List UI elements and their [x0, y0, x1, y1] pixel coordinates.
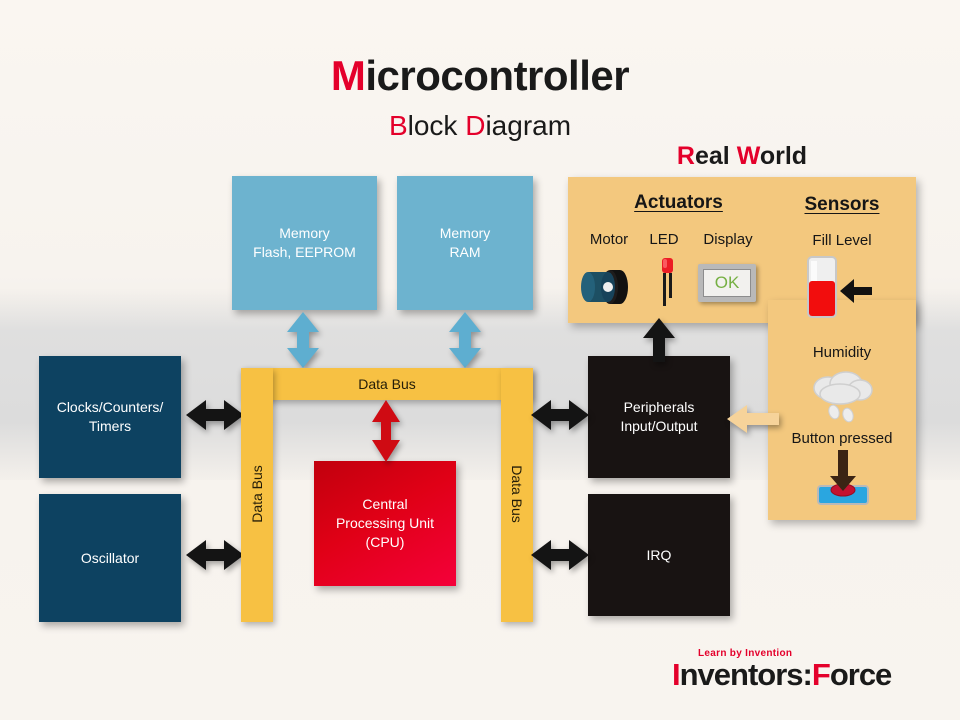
irq-label: IRQ	[646, 546, 672, 563]
memory-flash-line1: Memory	[279, 225, 330, 242]
display-icon: OK	[698, 264, 756, 302]
logo-text-inventors: nventors:	[679, 657, 813, 692]
rw-word-world: orld	[759, 142, 808, 170]
rw-initial-r: R	[676, 142, 695, 170]
real-world-title: Real World	[568, 142, 916, 171]
logo-initial-i: I	[672, 657, 681, 692]
block-clocks-counters-timers: Clocks/Counters/ Timers	[39, 356, 181, 478]
data-bus-left	[241, 368, 273, 622]
arrow-bus-irq	[531, 538, 589, 572]
data-bus-top-label: Data Bus	[358, 376, 416, 392]
block-cpu: Central Processing Unit (CPU)	[314, 461, 456, 586]
button-press-icon	[812, 450, 874, 506]
cpu-line3: (CPU)	[365, 533, 405, 550]
arrow-sensors-peripherals	[727, 404, 779, 434]
block-irq: IRQ	[588, 494, 730, 616]
title-initial: M	[330, 52, 366, 99]
oscillator-label: Oscillator	[80, 549, 140, 566]
arrow-oscillator-bus	[186, 538, 244, 572]
subtitle-initial-d: D	[465, 110, 486, 141]
peripherals-line2: Input/Output	[620, 418, 698, 434]
data-bus-left-label: Data Bus	[249, 465, 265, 523]
led-icon	[657, 258, 677, 312]
actuator-label-led: LED	[649, 231, 679, 248]
memory-ram-line2: RAM	[449, 244, 481, 260]
cpu-line2: Processing Unit	[335, 515, 435, 532]
sensor-label-humidity: Humidity	[812, 344, 872, 361]
data-bus-right-label: Data Bus	[509, 465, 525, 523]
block-memory-ram: Memory RAM	[397, 176, 533, 310]
fill-level-icon	[798, 255, 876, 323]
logo-wordmark: Inventors:Force	[672, 657, 944, 692]
page-title: Microcontroller	[0, 52, 960, 100]
logo-text-force: orce	[829, 657, 892, 692]
subtitle-word-diagram: iagram	[485, 110, 572, 141]
arrow-bus-peripherals	[531, 398, 589, 432]
title-rest: icrocontroller	[365, 52, 630, 99]
cpu-line1: Central	[362, 496, 408, 513]
page-subtitle: Block Diagram	[0, 110, 960, 142]
arrow-peripherals-actuators	[641, 318, 677, 362]
logo-tagline: Learn by Invention	[698, 648, 793, 659]
motor-icon	[580, 266, 638, 308]
arrow-memory-ram-bus	[447, 312, 483, 368]
memory-flash-line2: Flash, EEPROM	[253, 244, 356, 260]
rw-word-real: eal	[694, 142, 737, 170]
memory-ram-line1: Memory	[439, 225, 491, 242]
logo-initial-f: F	[811, 657, 831, 692]
peripherals-line1: Peripherals	[623, 399, 695, 416]
block-peripherals: Peripherals Input/Output	[588, 356, 730, 478]
arrow-cpu-bus	[370, 400, 402, 462]
humidity-cloud-icon	[806, 368, 878, 426]
sensors-heading: Sensors	[804, 194, 880, 215]
actuator-label-display: Display	[703, 231, 753, 248]
clocks-line1: Clocks/Counters/	[56, 399, 164, 416]
actuator-label-motor: Motor	[589, 231, 629, 248]
data-bus-top	[241, 368, 533, 400]
sensor-label-button-pressed: Button pressed	[791, 430, 893, 447]
subtitle-word-block: lock	[407, 110, 466, 141]
subtitle-initial-b: B	[388, 110, 408, 141]
brand-logo: Learn by Invention Inventors:Force	[672, 648, 944, 692]
rw-initial-w: W	[736, 142, 760, 170]
arrow-clocks-bus	[186, 398, 244, 432]
block-memory-flash: Memory Flash, EEPROM	[232, 176, 377, 310]
clocks-line2: Timers	[88, 418, 132, 434]
block-oscillator: Oscillator	[39, 494, 181, 622]
display-screen-text: OK	[714, 273, 740, 292]
arrow-memory-flash-bus	[285, 312, 321, 368]
sensor-label-fill-level: Fill Level	[812, 232, 872, 249]
data-bus-right	[501, 368, 533, 622]
actuators-heading: Actuators	[634, 192, 723, 213]
